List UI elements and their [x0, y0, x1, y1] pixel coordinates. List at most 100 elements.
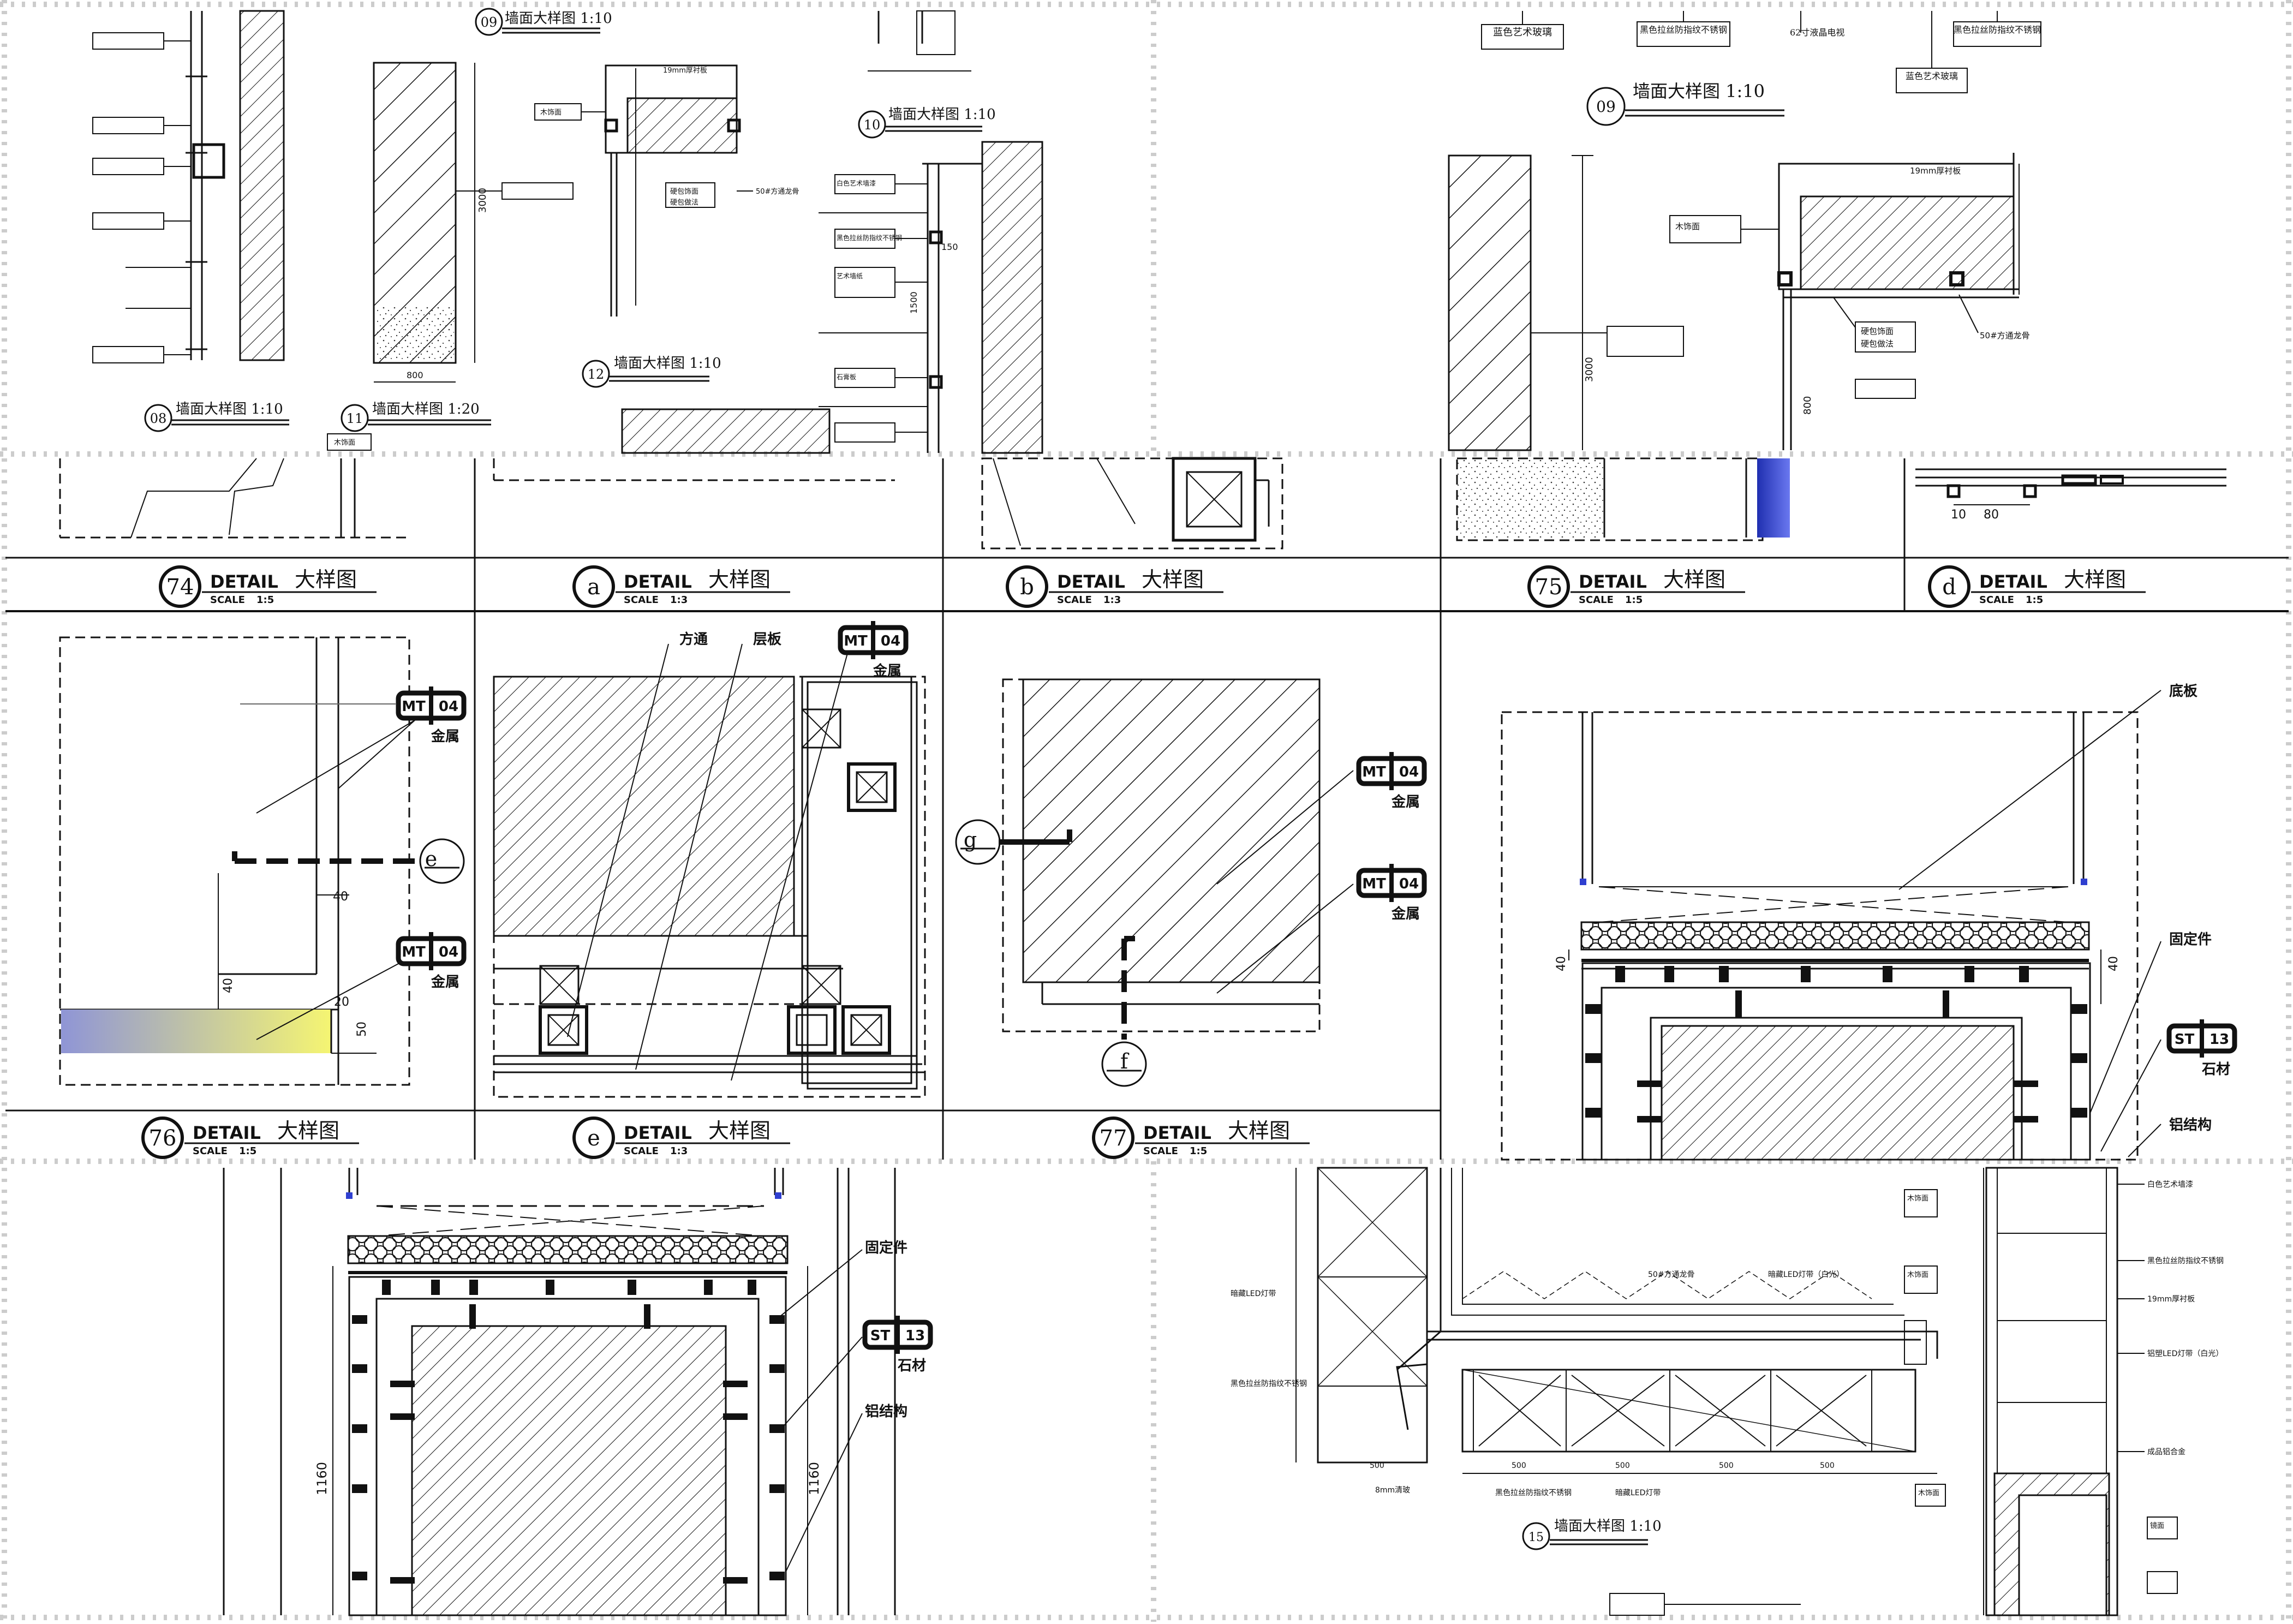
section-marker-e: e — [425, 847, 438, 871]
tag-tr-1: 黑色拉丝防指纹不锈钢 — [1640, 25, 1727, 35]
panel-bottom-left-text: 固定件 铝结构 1160 1160 — [314, 1239, 907, 1495]
tag-tr-4: 蓝色艺术玻璃 — [1906, 71, 1958, 81]
strip-75-scale-value: 1:5 — [1625, 594, 1643, 606]
mt-04-tag-e-num: 04 — [1399, 876, 1419, 892]
dim-40-b: 40 — [222, 978, 235, 993]
strip-b-scale: SCALE — [1057, 594, 1092, 606]
strip-a-word: DETAIL — [624, 571, 692, 592]
mt-04-tag-a: MT 04 金属 — [396, 686, 467, 745]
mid-76-cn: 大样图 — [277, 1119, 339, 1143]
title-08: 墙面大样图 1:10 — [176, 401, 283, 417]
detail-number-11: 11 — [347, 411, 363, 426]
br-label-10: 成品铝合金 — [2147, 1448, 2185, 1456]
mt-04-tag-b-num: 04 — [439, 944, 458, 960]
st-13-tag-b-num: 13 — [905, 1328, 925, 1344]
mt-04-tag-a-num: 04 — [439, 698, 458, 715]
mt-04-tag-a-code: MT — [402, 698, 426, 715]
strip-b-mark: b — [1020, 575, 1034, 600]
dim-20: 20 — [334, 995, 349, 1009]
mid-77-cn: 大样图 — [1228, 1119, 1290, 1143]
strip-b-word: DETAIL — [1057, 571, 1125, 592]
mt-04-tag-b-material: 金属 — [431, 974, 459, 990]
panel-bottom-right — [1295, 1167, 2178, 1616]
strip-75-mark: 75 — [1535, 575, 1563, 600]
label-tl-7: 艺术墙纸 — [837, 272, 863, 280]
strip-74-word: DETAIL — [210, 571, 278, 592]
br-label-3: 19mm厚衬板 — [2147, 1295, 2195, 1304]
br-label-9: 50#方通龙骨 — [1648, 1270, 1695, 1279]
title-15: 墙面大样图 1:10 — [1554, 1518, 1662, 1535]
label-tl-2: 50#方通龙骨 — [756, 187, 799, 196]
mid-77-scale: SCALE — [1143, 1145, 1178, 1157]
title-10: 墙面大样图 1:10 — [888, 106, 996, 123]
strip-a-scale: SCALE — [624, 594, 659, 606]
label-tr-1: 木饰面 — [1675, 222, 1700, 231]
dim-40-a: 40 — [333, 890, 348, 904]
br-dim-500-4: 500 — [1820, 1461, 1835, 1470]
panel-bottom-left — [223, 1168, 896, 1616]
mt-04-tag-d-num: 04 — [1399, 764, 1419, 780]
detail-strip — [5, 457, 2289, 1160]
detail-number-09-tr: 09 — [1596, 98, 1616, 116]
br-dim-500-0: 500 — [1370, 1461, 1384, 1470]
dim-10: 10 — [1951, 508, 1966, 522]
mid-77-scale-value: 1:5 — [1190, 1145, 1207, 1157]
mid-76-scale-value: 1:5 — [239, 1145, 256, 1157]
label-tl-0: 19mm厚衬板 — [663, 67, 707, 75]
mt-04-tag-c-code: MT — [844, 633, 868, 649]
mid-e-scale: SCALE — [624, 1145, 659, 1157]
detail-row-middle — [5, 636, 2161, 1161]
dim-800-tr: 800 — [1802, 396, 1813, 415]
br-label-0: 白色艺术墙漆 — [2147, 1180, 2193, 1189]
mt-04-tag-e-material: 金属 — [1391, 905, 1420, 922]
strip-74-mark: 74 — [166, 575, 194, 600]
dim-50: 50 — [355, 1022, 369, 1037]
br-label-6: 木饰面 — [1907, 1271, 1928, 1279]
detail-number-10: 10 — [864, 117, 881, 133]
strip-d-scale-value: 1:5 — [2026, 594, 2043, 606]
strip-74-scale: SCALE — [210, 594, 245, 606]
st-13-tag-b-code: ST — [870, 1328, 891, 1344]
tag-tr-2: 62寸液晶电视 — [1790, 27, 1844, 38]
mid-76-mark-circle — [141, 1116, 184, 1159]
strip-d-word: DETAIL — [1979, 571, 2047, 592]
strip-a-scale-value: 1:3 — [670, 594, 688, 606]
mid-77-word: DETAIL — [1143, 1123, 1211, 1143]
mid-e-mark-circle — [572, 1116, 615, 1159]
title-11: 墙面大样图 1:20 — [372, 401, 480, 417]
label-tl-3: 硬包饰面 — [670, 188, 698, 196]
panel-top-left — [92, 8, 1043, 454]
st-13-tag-a-code: ST — [2175, 1031, 2195, 1048]
br-label-12: 暗藏LED灯带 — [1231, 1289, 1276, 1298]
br-label-13: 8mm清玻 — [1375, 1486, 1410, 1495]
label-fangtong: 方通 — [679, 631, 708, 648]
strip-74-scale-value: 1:5 — [256, 594, 274, 606]
mid-76-mark: 76 — [149, 1126, 177, 1151]
label-tr-4: 50#方通龙骨 — [1980, 331, 2030, 341]
label-lvjiegou: 铝结构 — [2169, 1117, 2212, 1133]
detail-number-09: 09 — [481, 15, 498, 30]
label-tr-2: 硬包饰面 — [1861, 326, 1894, 336]
strip-75-cn: 大样图 — [1663, 568, 1725, 592]
detail-number-12: 12 — [588, 367, 605, 382]
label-gudingjian: 固定件 — [2169, 931, 2212, 948]
title-tr: 墙面大样图 1:10 — [1633, 81, 1765, 101]
section-marker-f: f — [1120, 1049, 1130, 1073]
br-label-11: 镜面 — [2150, 1522, 2164, 1530]
strip-a-mark: a — [587, 575, 600, 600]
detail-number-15: 15 — [1528, 1531, 1544, 1544]
mt-04-tag-e-code: MT — [1362, 876, 1386, 892]
title-09: 墙面大样图 1:10 — [505, 10, 612, 27]
label-diban: 底板 — [2169, 683, 2198, 700]
strip-d-mark: d — [1942, 575, 1956, 600]
mt-04-tag-b-code: MT — [402, 944, 426, 960]
mt-04-tag-a-material: 金属 — [431, 728, 459, 745]
panel-bottom-right-text: 15 墙面大样图 1:10 白色艺术墙漆 黑色拉丝防指纹不锈钢 黑色拉丝防指纹不… — [1231, 1180, 2224, 1544]
